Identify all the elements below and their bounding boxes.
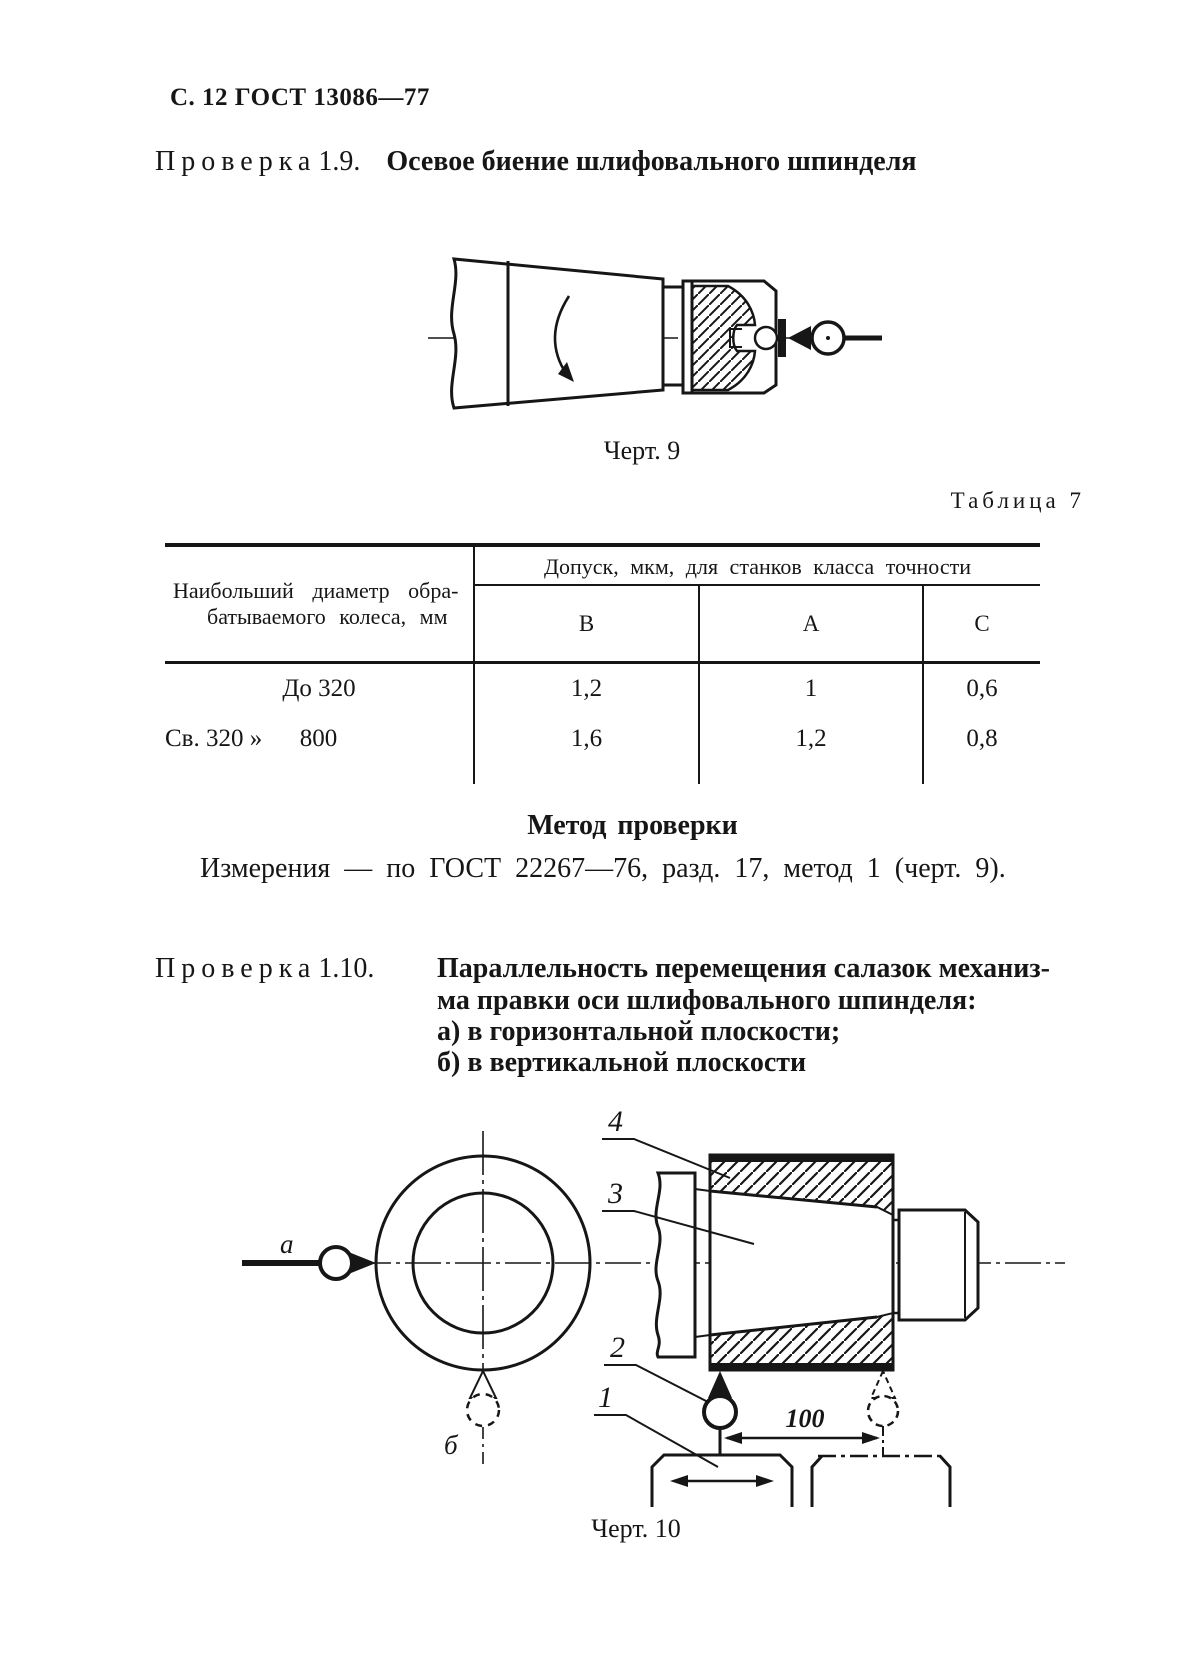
fig10-wheel-side-view — [654, 1171, 697, 1359]
fig10-indicator-right-cone — [869, 1368, 897, 1399]
fig10-leader-4 — [602, 1138, 731, 1179]
table-cell: До 320 — [165, 664, 475, 714]
fig10-indicator-a-cone — [351, 1253, 376, 1273]
fig10-label-a: а — [280, 1229, 294, 1259]
table-7-header: Наибольший диаметр обра- батываемого кол… — [165, 547, 1040, 664]
fig10-dimension-value: 100 — [786, 1404, 825, 1433]
fig10-indicator-right-dial — [866, 1394, 900, 1428]
fig10-indicator-2-cone — [708, 1371, 732, 1398]
table-7-class-row: В А С — [475, 586, 1040, 661]
fig10-wheel-inner-circle — [411, 1191, 555, 1335]
table-cell: Св. 320 » 800 — [165, 714, 475, 764]
fig10-hatch-top — [709, 1160, 894, 1217]
fig10-callout-3: 3 — [607, 1177, 623, 1210]
fig10-slide-block-right — [810, 1454, 824, 1507]
fig9-hatched-section — [690, 284, 757, 392]
table-7-label: Таблица 7 — [950, 488, 1085, 513]
figure-9-caption: Черт. 9 — [603, 436, 681, 465]
check-1-9-text: Осевое биение шлифовального шпинделя — [386, 146, 917, 177]
fig9-rotation-arrow — [553, 295, 571, 376]
check-1-9-number: 1.9. — [318, 146, 361, 177]
table-7-col1-header: Наибольший диаметр обра- батываемого кол… — [165, 547, 475, 661]
fig10-indicator-b-cone — [468, 1368, 498, 1399]
table-7-body: До 320 1,2 1 0,6 Св. 320 » 800 1,6 1,2 0… — [165, 664, 1040, 784]
method-heading: Метод проверки — [527, 810, 738, 841]
figure-9-drawing — [428, 257, 882, 410]
fig10-callout-1: 1 — [598, 1381, 613, 1414]
table-7-right-header: Допуск, мкм, для станков класса точности… — [475, 547, 1040, 661]
fig10-indicator-b-dial — [465, 1392, 501, 1428]
check-1-10-label: Проверка1.10. — [155, 953, 375, 984]
fig10-hatch-bottom — [709, 1311, 894, 1365]
page-header: С. 12 ГОСТ 13086—77 — [170, 84, 430, 111]
fig10-callout-4: 4 — [608, 1105, 623, 1138]
fig10-indicator-2-dial — [702, 1394, 738, 1430]
fig9-test-ball — [753, 325, 779, 351]
table-cell: 0,6 — [966, 675, 998, 702]
check-1-10-line2: ма правки оси шлифовального шпинделя: — [437, 985, 977, 1016]
fig10-callout-2: 2 — [610, 1331, 625, 1364]
fig9-stylus-bar — [778, 319, 786, 357]
table-7-span-header: Допуск, мкм, для станков класса точности — [475, 547, 1040, 586]
fig9-spindle-body — [450, 257, 665, 410]
fig10-leader-2 — [604, 1364, 709, 1403]
fig10-indicator-a-dial — [318, 1245, 354, 1281]
figure-10-drawing: 4 3 2 1 а б 100 — [242, 1105, 1065, 1507]
fig10-slide-block-left — [650, 1453, 794, 1507]
check-1-9-label: Проверка — [155, 146, 317, 177]
check-1-9-title: Проверка1.9. Осевое биение шлифовального … — [155, 146, 917, 178]
fig9-indicator-cone — [788, 326, 811, 350]
table-7-class-B: В — [475, 586, 700, 661]
fig10-label-b: б — [444, 1430, 459, 1460]
fig10-leader-3 — [602, 1210, 755, 1245]
table-7-class-C: С — [974, 611, 990, 636]
check-1-10-line4: б) в вертикальной плоскости — [437, 1047, 807, 1078]
table-cell: 1,2 — [700, 714, 924, 764]
method-text: Измерения — по ГОСТ 22267—76, разд. 17, … — [200, 853, 1006, 884]
table-7-class-A: А — [700, 586, 924, 661]
fig10-leader-1 — [594, 1414, 719, 1468]
check-1-10-line3: а) в горизонтальной плоскости; — [437, 1016, 841, 1047]
table-cell: 1,6 — [475, 714, 700, 764]
table-cell: 1,2 — [475, 664, 700, 714]
table-cell: 0,8 — [966, 725, 998, 752]
table-7: Наибольший диаметр обра- батываемого кол… — [165, 543, 1040, 784]
figure-10-caption: Черт. 10 — [591, 1514, 681, 1543]
check-1-10-line1: Параллельность перемещения салазок механ… — [437, 953, 1050, 984]
fig10-threaded-end — [897, 1208, 980, 1322]
table-cell: 1 — [700, 664, 924, 714]
